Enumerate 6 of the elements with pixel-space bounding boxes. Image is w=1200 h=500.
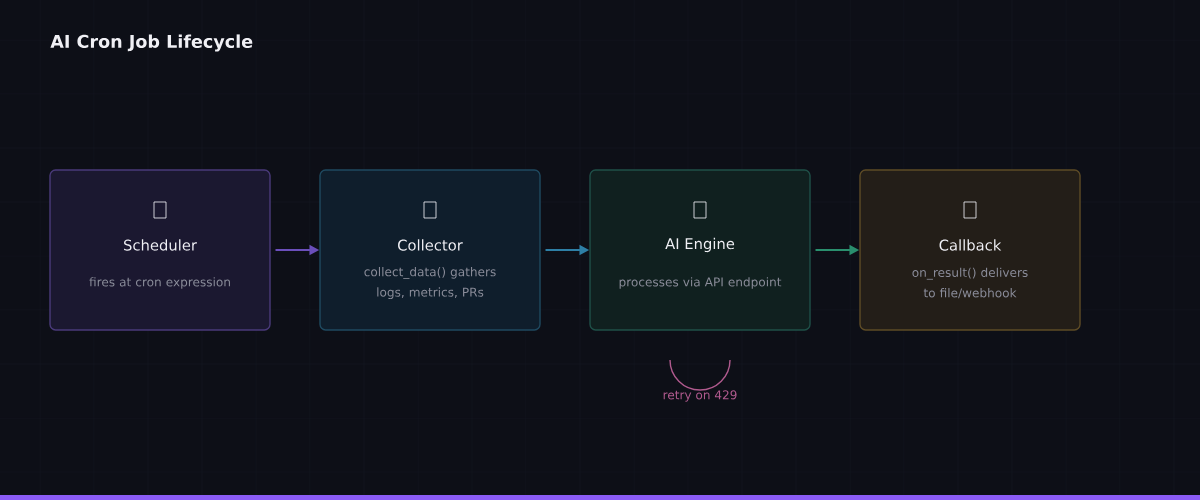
process-box: Collector collect_data() gathers logs, metrics, PRs: [319, 169, 541, 331]
process-box: Scheduler fires at cron expression: [49, 169, 271, 331]
process-box: Callback on_result() delivers to file/webhook: [859, 169, 1081, 331]
retry-label: retry on 429: [663, 390, 737, 402]
diagram-title: AI Cron Job Lifecycle: [50, 34, 253, 52]
process-box: AI Engine processes via API endpoint: [589, 169, 811, 331]
